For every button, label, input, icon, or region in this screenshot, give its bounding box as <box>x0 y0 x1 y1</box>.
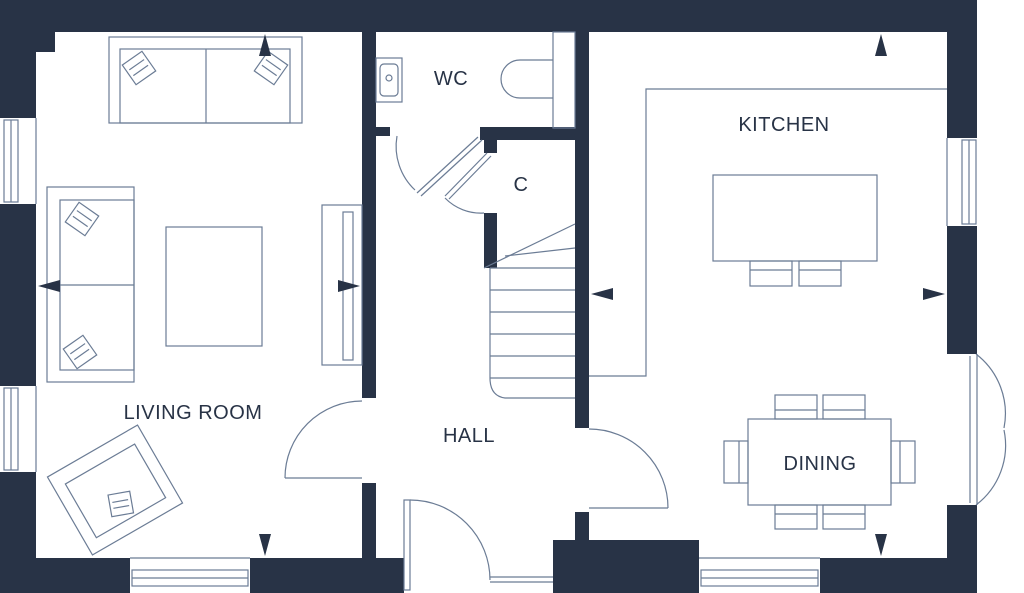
door-icon <box>588 428 669 509</box>
window-icon <box>699 557 820 593</box>
room-label-wc: WC <box>434 68 468 90</box>
kitchen-worktop <box>589 88 947 377</box>
chair-icon <box>798 260 842 287</box>
coffee-table <box>165 226 263 347</box>
living-room-furniture <box>46 36 363 556</box>
measurement-arrow-icon <box>259 534 271 556</box>
measurement-arrow-icon <box>591 288 613 300</box>
walls <box>0 0 977 593</box>
window-icon <box>946 138 977 226</box>
windows <box>0 118 977 593</box>
room-labels: LIVING ROOM WC C HALL KITCHEN DINING <box>124 68 857 475</box>
measurement-arrows <box>38 34 945 556</box>
measurement-arrow-icon <box>875 534 887 556</box>
door-icon <box>947 353 1007 506</box>
room-label-dining: DINING <box>784 453 857 475</box>
kitchen-island <box>712 174 878 262</box>
armchair-icon <box>46 424 184 556</box>
window-icon <box>0 386 37 472</box>
chair-icon <box>774 504 818 530</box>
door-icon <box>395 135 483 197</box>
kitchen-fixtures <box>589 88 947 377</box>
measurement-arrow-icon <box>38 280 60 292</box>
measurement-arrow-icon <box>338 280 360 292</box>
sofa-icon <box>46 186 135 383</box>
basin-icon <box>375 57 403 103</box>
room-label-living-room: LIVING ROOM <box>124 402 263 424</box>
room-label-kitchen: KITCHEN <box>738 114 829 136</box>
window-icon <box>0 118 37 204</box>
sofa-icon <box>108 36 303 124</box>
chair-icon <box>890 440 916 484</box>
cushion-icon <box>253 50 289 86</box>
door-icon <box>444 152 492 214</box>
chair-icon <box>822 504 866 530</box>
measurement-arrow-icon <box>875 34 887 56</box>
chair-icon <box>723 440 749 484</box>
cushion-icon <box>64 201 100 237</box>
window-icon <box>130 557 250 593</box>
doors <box>284 135 1007 593</box>
cushion-icon <box>121 50 157 86</box>
cushion-icon <box>62 334 98 370</box>
chair-icon <box>749 260 793 287</box>
door-icon <box>284 398 376 483</box>
stairs-icon <box>483 223 576 399</box>
chair-icon <box>822 394 866 420</box>
door-icon <box>403 499 575 593</box>
measurement-arrow-icon <box>923 288 945 300</box>
wc-fixtures <box>375 31 576 129</box>
dining-furniture <box>723 394 916 530</box>
toilet-icon <box>500 31 576 129</box>
room-label-hall: HALL <box>443 425 495 447</box>
chair-icon <box>774 394 818 420</box>
room-label-cupboard: C <box>514 174 529 196</box>
measurement-arrow-icon <box>259 34 271 56</box>
